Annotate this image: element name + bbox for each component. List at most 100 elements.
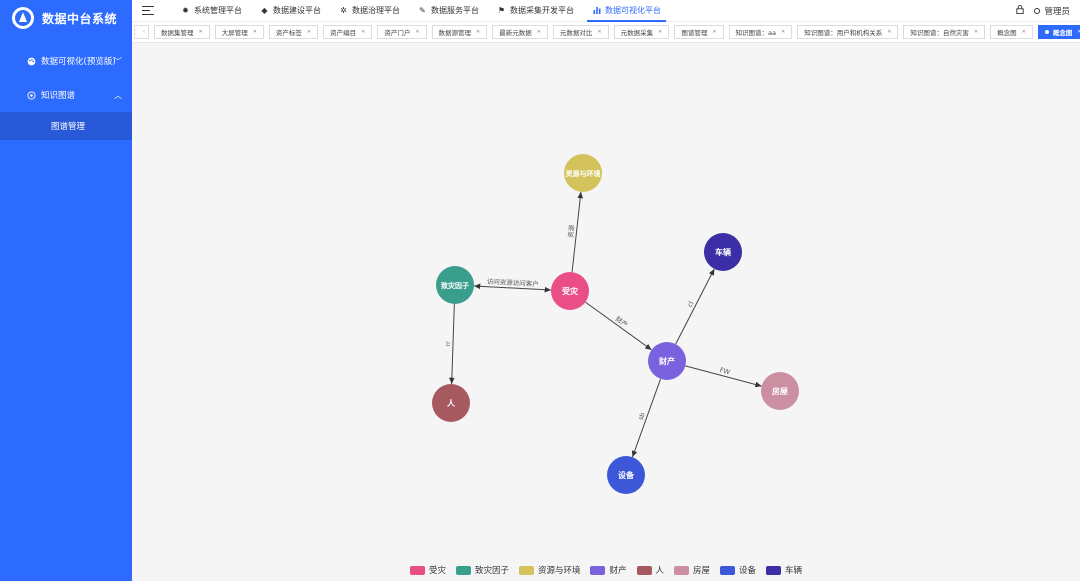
node-hazard-factor[interactable]: 致灾因子: [436, 266, 474, 304]
nav-data-service[interactable]: ✎ 数据服务平台: [409, 0, 488, 22]
graph-edge[interactable]: [449, 303, 455, 385]
tab-label: 知识图谱：自然灾害: [910, 29, 969, 37]
close-icon[interactable]: ✕: [887, 29, 892, 35]
legend-label: 房屋: [693, 566, 711, 576]
knowledge-graph-icon: [26, 90, 36, 100]
graph-edge[interactable]: [585, 301, 652, 351]
graph-edge[interactable]: [631, 378, 662, 458]
tab-graph-management[interactable]: 图谱管理✕: [674, 25, 724, 39]
legend-swatch: [455, 565, 471, 575]
node-person[interactable]: 人: [432, 384, 470, 422]
tab-datasource-management[interactable]: 数据源管理✕: [431, 25, 488, 39]
close-icon[interactable]: ✕: [476, 29, 481, 35]
tab-scroll-left[interactable]: ‹: [134, 25, 149, 39]
close-icon[interactable]: ✕: [1021, 29, 1026, 35]
tab-asset-portal[interactable]: 资产门户 ✕: [377, 25, 427, 39]
sidebar-subitem-label: 图谱管理: [51, 122, 86, 132]
legend-label: 设备: [739, 566, 757, 576]
nav-data-construction[interactable]: ◆ 数据建设平台: [251, 0, 330, 22]
node-circle[interactable]: [551, 272, 589, 310]
sidebar-subitem-graph-management[interactable]: 图谱管理: [0, 112, 132, 140]
legend-item[interactable]: 设备: [720, 564, 756, 576]
graph-edge[interactable]: [571, 191, 584, 273]
legend-item[interactable]: 人: [636, 564, 664, 576]
tab-knowledge-graph-disaster[interactable]: 知识图谱：自然灾害 ✕: [903, 25, 986, 39]
tab-screen-management[interactable]: 大屏管理✕: [214, 25, 264, 39]
node-circle[interactable]: [564, 154, 602, 192]
edge-label-rr: rr: [444, 341, 452, 347]
user-avatar-icon: [1034, 7, 1041, 14]
tab-latest-metadata[interactable]: 最新元数据 ✕: [492, 25, 548, 39]
lock-icon[interactable]: [1016, 5, 1025, 16]
close-icon[interactable]: ✕: [658, 29, 663, 35]
close-icon[interactable]: ✕: [781, 29, 786, 35]
close-icon[interactable]: ✕: [252, 29, 257, 35]
tab-label: 资产门户: [384, 29, 411, 37]
close-icon[interactable]: ✕: [198, 29, 203, 35]
node-label: 房屋: [772, 386, 788, 396]
legend-item[interactable]: 受灾: [409, 564, 446, 576]
user-name[interactable]: 管理员: [1044, 6, 1070, 17]
tab-concept-graph-active[interactable]: 概念图 ✕: [1037, 25, 1080, 39]
node-circle[interactable]: [648, 342, 686, 380]
node-circle[interactable]: [432, 384, 470, 422]
brand[interactable]: 数据中台系统: [0, 0, 132, 36]
nav-system-management[interactable]: ✹ 系统管理平台: [172, 0, 251, 22]
sidebar-menu: 数据可视化(预览版) ﹀ 知识图谱 ︿ 图谱管理: [0, 44, 132, 140]
close-icon[interactable]: ✕: [536, 29, 541, 35]
graph-edge[interactable]: [675, 268, 715, 345]
graph-edge[interactable]: [685, 365, 762, 388]
close-icon[interactable]: ✕: [597, 29, 602, 35]
nav-data-collection[interactable]: ⚑ 数据采集开发平台: [488, 0, 583, 22]
nav-label: 数据建设平台: [273, 6, 321, 15]
tab-asset-catalog[interactable]: 资产编目✕: [323, 25, 373, 39]
sidebar-item-data-visualization[interactable]: 数据可视化(预览版) ﹀: [0, 44, 132, 78]
tab-label: 知识图谱：用户和机构关系: [804, 29, 883, 37]
node-circle[interactable]: [607, 456, 645, 494]
legend-item[interactable]: 致灾因子: [455, 564, 509, 576]
node-label: 资源与环境: [566, 169, 601, 178]
close-icon[interactable]: ✕: [306, 29, 312, 35]
node-disaster[interactable]: 受灾: [551, 272, 589, 310]
node-property[interactable]: 财产: [648, 342, 686, 380]
tab-concept-graph[interactable]: 概念图✕: [990, 25, 1033, 39]
node-house[interactable]: 房屋: [761, 372, 799, 410]
legend-item[interactable]: 房屋: [674, 564, 710, 576]
node-resources-environment[interactable]: 资源与环境: [564, 154, 602, 192]
node-circle[interactable]: [761, 372, 799, 410]
menu-toggle-icon[interactable]: [142, 5, 154, 16]
legend-label: 受灾: [428, 566, 446, 576]
node-label: 设备: [618, 470, 635, 480]
legend-item[interactable]: 资源与环境: [518, 564, 580, 576]
tab-knowledge-graph-user-org[interactable]: 知识图谱：用户和机构关系 ✕: [797, 25, 899, 39]
close-icon[interactable]: ✕: [361, 29, 366, 35]
sidebar-item-knowledge-graph[interactable]: 知识图谱 ︿: [0, 78, 132, 112]
tab-label: 最新元数据: [499, 29, 532, 37]
nav-data-visualization[interactable]: 数据可视化平台: [583, 0, 670, 22]
tab-metadata-collection[interactable]: 元数据采集✕: [613, 25, 670, 39]
graph-edge[interactable]: [473, 283, 552, 293]
edge-label-cl: cl: [686, 300, 696, 309]
close-icon[interactable]: ✕: [1077, 29, 1080, 35]
chevron-up-icon: ︿: [114, 90, 122, 100]
node-vehicle[interactable]: 车辆: [704, 233, 742, 271]
close-icon[interactable]: ✕: [973, 29, 979, 35]
close-icon[interactable]: ✕: [415, 29, 420, 35]
tab-label: 概念图: [1052, 29, 1073, 37]
node-circle[interactable]: [704, 233, 742, 271]
nav-data-governance[interactable]: ✲ 数据治理平台: [330, 0, 409, 22]
tab-dataset-management[interactable]: 数据集管理✕: [154, 25, 210, 39]
legend-item[interactable]: 财产: [590, 564, 627, 576]
tab-metadata-compare[interactable]: 元数据对比✕: [552, 25, 609, 39]
edge-label-resource: 资源: [566, 224, 576, 238]
edge-label-property: 财产: [614, 314, 630, 329]
tab-knowledge-graph-aa[interactable]: 知识图谱：aa✕: [728, 25, 793, 39]
node-circle[interactable]: [436, 266, 474, 304]
close-icon[interactable]: ✕: [712, 29, 717, 35]
node-equipment[interactable]: 设备: [607, 456, 645, 494]
legend-item[interactable]: 车辆: [766, 564, 802, 576]
sidebar: 数据中台系统 数据可视化(预览版) ﹀ 知识图谱 ︿ 图谱管理: [0, 0, 132, 581]
tab-asset-tags[interactable]: 资产标签✕: [268, 25, 319, 39]
